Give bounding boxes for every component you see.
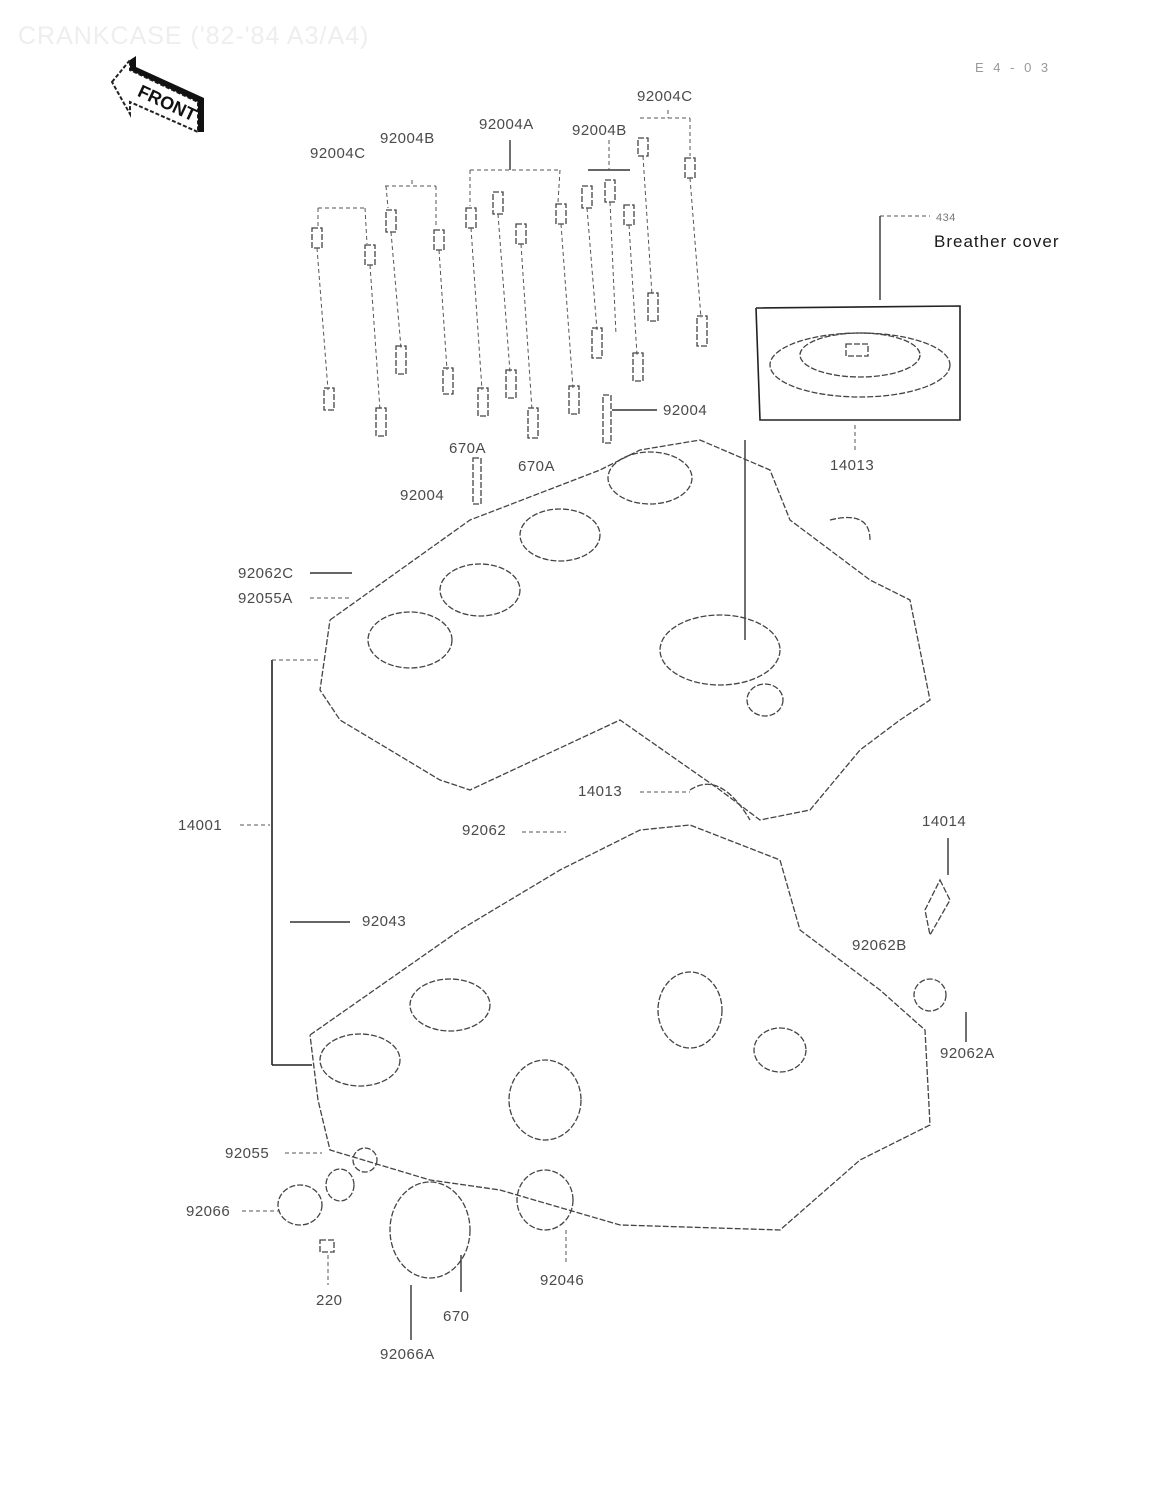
stud-bolt xyxy=(492,191,517,399)
label-92055: 92055 xyxy=(225,1145,270,1162)
front-arrow-icon: FRONT xyxy=(110,56,204,134)
label-434: 434 xyxy=(936,212,956,224)
stud-bolt xyxy=(433,229,454,395)
page-reference: E 4 - 0 3 xyxy=(975,60,1052,75)
upper-crankcase xyxy=(319,439,931,821)
lower-crankcase xyxy=(277,824,951,1279)
label-92004b-right: 92004B xyxy=(572,122,627,139)
label-92062: 92062 xyxy=(462,822,507,839)
label-92062a: 92062A xyxy=(940,1045,995,1062)
label-92043: 92043 xyxy=(362,913,407,930)
label-14014: 14014 xyxy=(922,813,967,830)
label-92046: 92046 xyxy=(540,1272,585,1289)
label-92004-right: 92004 xyxy=(663,402,708,419)
stud-bolt xyxy=(515,223,539,439)
label-92062c: 92062C xyxy=(238,565,294,582)
label-92066: 92066 xyxy=(186,1203,231,1220)
label-92062b: 92062B xyxy=(852,937,907,954)
stud-bolt xyxy=(684,157,708,347)
stud-bolt xyxy=(311,227,335,411)
label-breather-cover: Breather cover xyxy=(934,232,1060,251)
label-92004c-left: 92004C xyxy=(310,145,366,162)
leader-lines-lower xyxy=(240,572,967,1340)
label-92055a: 92055A xyxy=(238,590,293,607)
stud-bolt xyxy=(637,137,659,322)
stud-bolt xyxy=(385,209,407,375)
label-670: 670 xyxy=(443,1308,470,1325)
stud-bolts-group xyxy=(311,137,708,505)
stud-bolt xyxy=(604,179,617,336)
stud-bolt xyxy=(555,203,580,415)
diagram-title: CRANKCASE ('82-'84 A3/A4) xyxy=(18,22,370,50)
label-92004-left: 92004 xyxy=(400,487,445,504)
label-92066a: 92066A xyxy=(380,1346,435,1363)
stud-bolt xyxy=(602,394,612,444)
label-220: 220 xyxy=(316,1292,343,1309)
label-670a-mid: 670A xyxy=(518,458,556,475)
label-670a-left: 670A xyxy=(449,440,487,457)
label-14013-top: 14013 xyxy=(830,457,875,474)
leader-lines xyxy=(317,110,930,640)
stud-bolt xyxy=(465,207,489,417)
label-92004c-right: 92004C xyxy=(637,88,693,105)
label-14001: 14001 xyxy=(178,817,223,834)
label-92004b-left: 92004B xyxy=(380,130,435,147)
stud-bolt xyxy=(364,244,387,437)
stud-bolt xyxy=(472,457,482,505)
breather-cover-part xyxy=(755,305,961,421)
stud-bolt xyxy=(581,185,603,359)
label-92004a: 92004A xyxy=(479,116,534,133)
label-14013-mid: 14013 xyxy=(578,783,623,800)
stud-bolt xyxy=(623,204,644,382)
